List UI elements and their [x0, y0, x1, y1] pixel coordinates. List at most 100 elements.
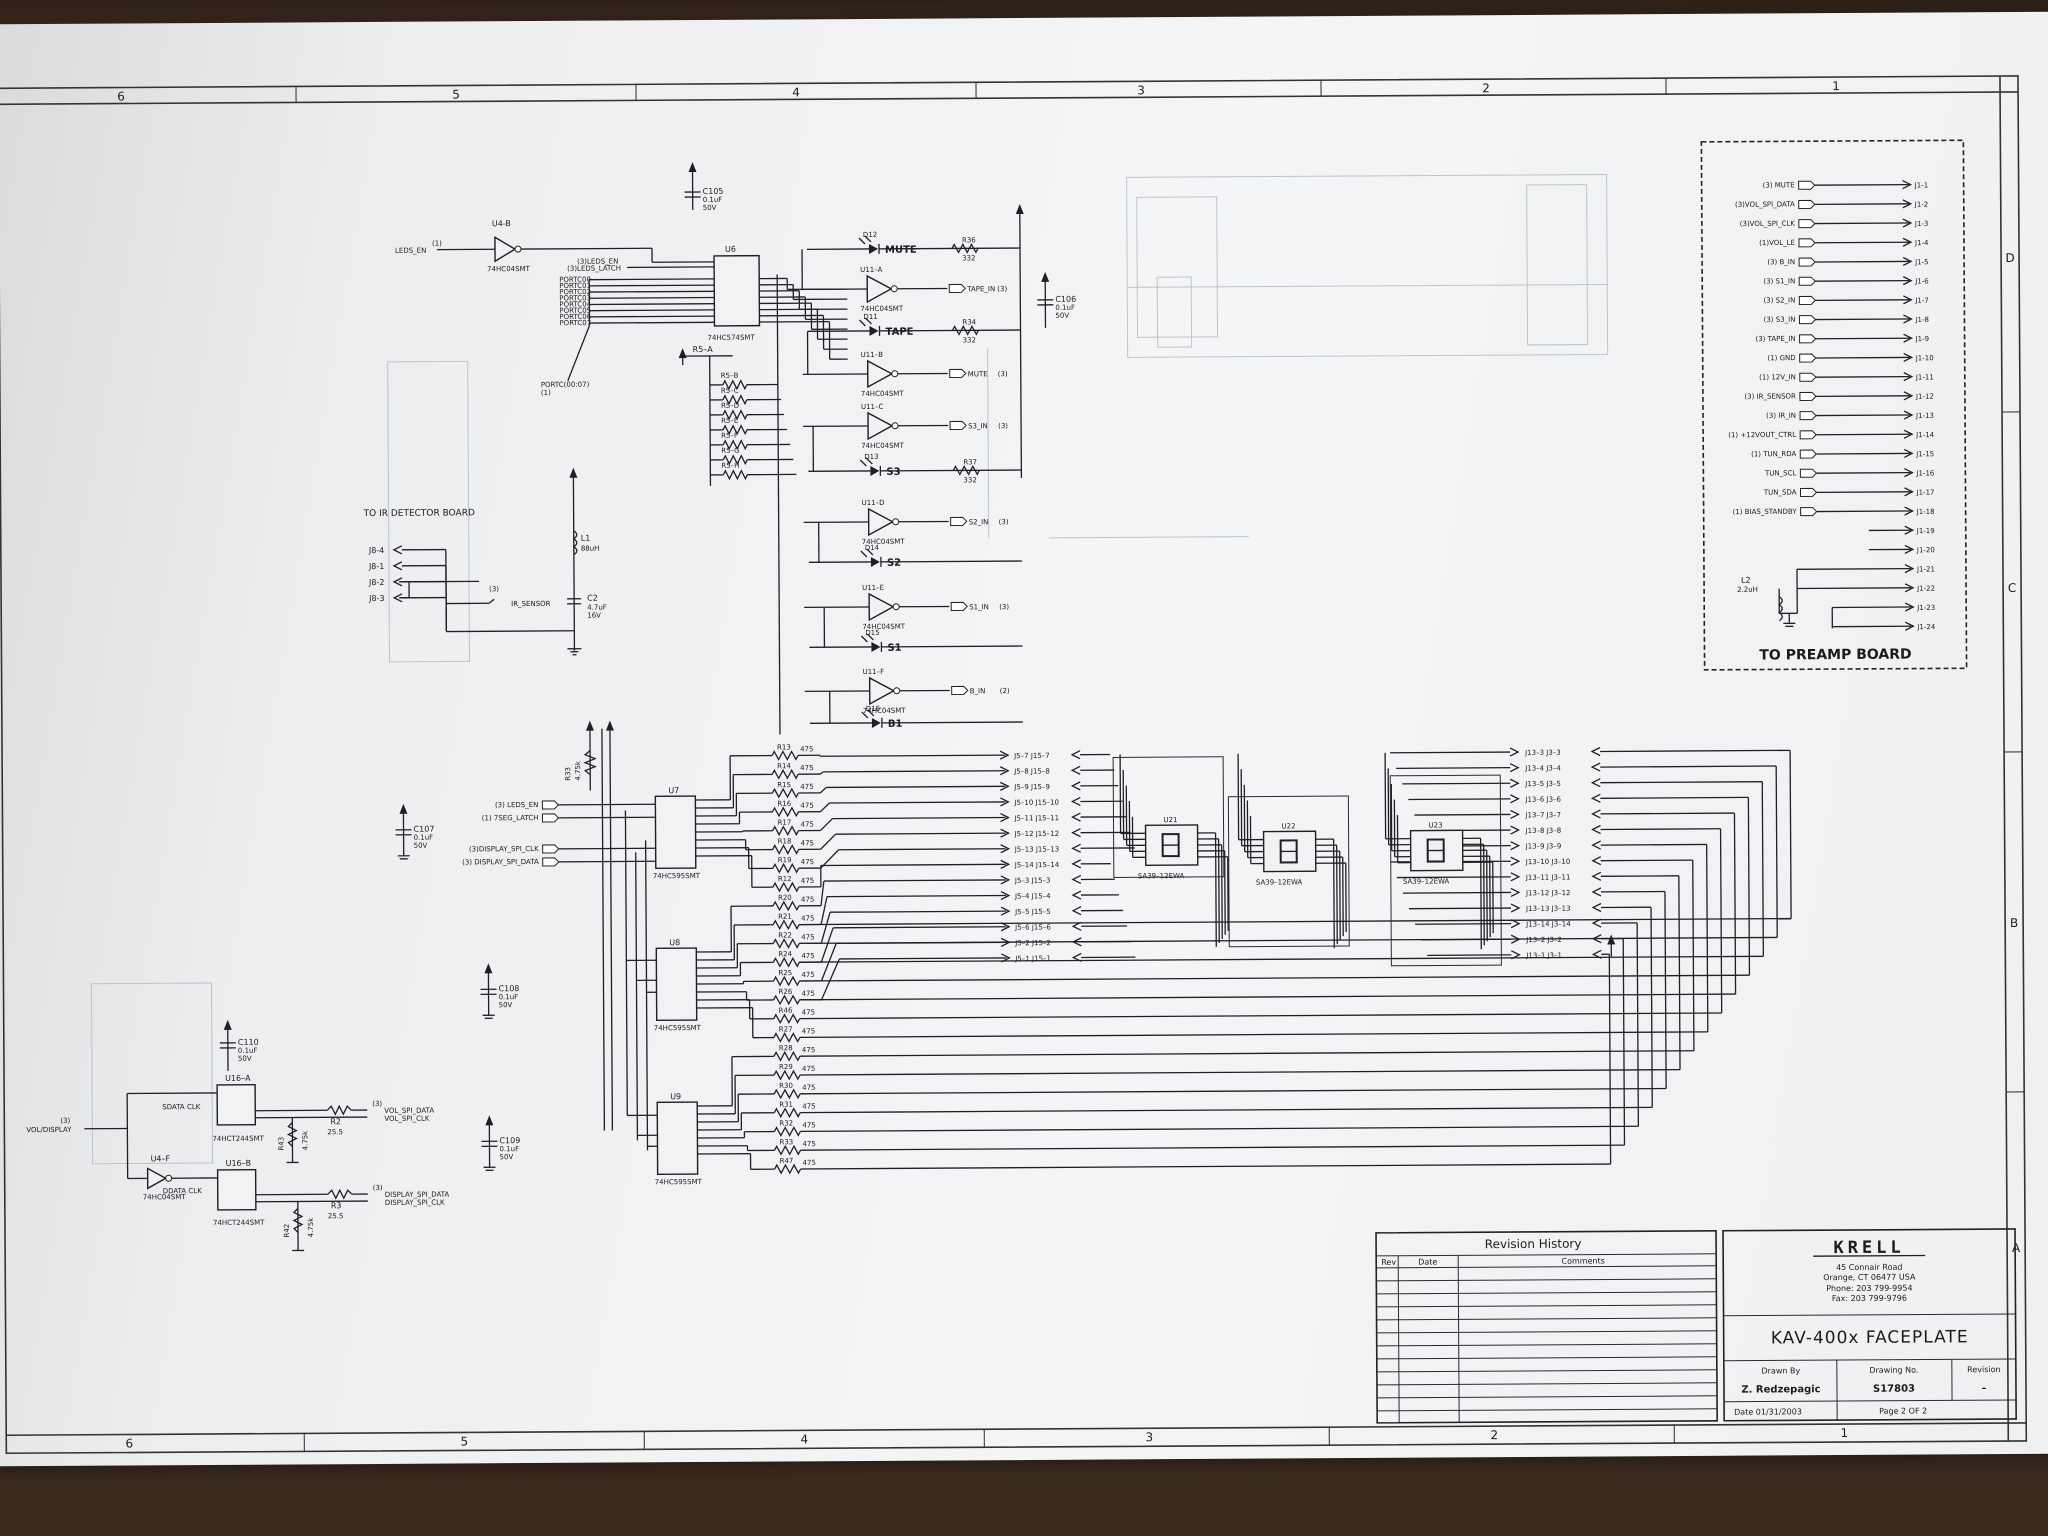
resistor — [773, 1050, 801, 1062]
r5-label: R5–B — [721, 372, 739, 380]
preamp-signal: (1) TUN_RDA — [1751, 450, 1796, 458]
display-input-label: (3)DISPLAY_SPI_CLK — [469, 845, 539, 853]
resistor — [772, 881, 800, 893]
j13-pin-label: J13–12 J3–12 — [1525, 889, 1571, 897]
vol-driver-section: (3) VOL/DISPLAY U4–F 74HC04SMT U16–A 74H… — [26, 1019, 449, 1252]
display-resistor-ref: R27 — [779, 1025, 793, 1033]
r3-value: 25.5 — [328, 1212, 344, 1220]
j13-pin-label: J13–6 J3–6 — [1524, 796, 1561, 804]
preamp-signal: (3) S1_IN — [1763, 277, 1795, 285]
display-resistor-ref: R22 — [778, 931, 792, 939]
seven-seg-ref: U23 — [1429, 821, 1443, 829]
port-tag — [1799, 449, 1817, 459]
r5-label: R5–C — [721, 387, 739, 395]
preamp-pin: J1-5 — [1914, 258, 1929, 266]
led-output-label: MUTE — [968, 370, 988, 378]
connector-arrow — [1510, 825, 1521, 835]
connector-arrow — [1903, 391, 1914, 401]
port-label: PORTC01 — [559, 282, 591, 290]
resistor — [722, 469, 748, 481]
port-tag — [950, 601, 968, 611]
connector-arrow — [1903, 352, 1914, 363]
led-resistor-ref: R34 — [962, 318, 976, 326]
led-ref: D15 — [865, 629, 879, 637]
display-resistor-ref: R25 — [778, 969, 792, 977]
l1-value: 88uH — [581, 545, 600, 553]
display-resistor-value: 475 — [801, 896, 814, 904]
preamp-pin: J1-11 — [1915, 373, 1934, 381]
connector-arrow — [1591, 824, 1601, 835]
resistor — [773, 1032, 801, 1043]
preamp-pin: J1-22 — [1916, 585, 1935, 593]
display-resistor-ref: R46 — [779, 1007, 793, 1015]
resistor — [771, 806, 800, 818]
u11-inverter — [868, 676, 896, 706]
j5-pin-label: J5–7 J15–7 — [1013, 752, 1050, 760]
u4b-part: 74HC04SMT — [487, 265, 530, 273]
port-tag — [1799, 468, 1818, 478]
connector-arrow — [1510, 856, 1521, 866]
connector-arrow — [1071, 859, 1082, 869]
preamp-pin: J1-20 — [1916, 546, 1935, 554]
led-ref: D13 — [864, 453, 878, 461]
port-tag — [1799, 391, 1817, 401]
port-label: PORTC03 — [559, 294, 591, 302]
resistor — [773, 1013, 801, 1025]
display-driver-section: R33 4.75k (3) LEDS_EN(1) 7SEG_LATCH(3)DI… — [395, 720, 1792, 1186]
resistor — [772, 862, 800, 874]
r42-label: R42 — [283, 1224, 291, 1238]
led-output-prefix: (3) — [999, 603, 1009, 611]
j5-pin-label: J5–3 J15–3 — [1014, 877, 1051, 885]
led-output-prefix: (2) — [1000, 687, 1010, 695]
display-resistor-value: 475 — [800, 745, 813, 753]
vcc-arrow — [1607, 934, 1616, 945]
led-label: S3 — [886, 467, 900, 478]
u7-label: U7 — [668, 786, 679, 795]
c2-value: 4.7uF — [587, 604, 607, 612]
j13-pin-label: J13–4 J3–4 — [1524, 764, 1561, 772]
preamp-signal: TUN_SCL — [1764, 469, 1797, 477]
vol-out-clk: VOL_SPI_CLK — [384, 1115, 430, 1123]
connector-arrow — [1000, 875, 1011, 885]
connector-arrow — [1902, 218, 1913, 228]
display-resistor-value: 475 — [802, 1046, 815, 1054]
resistor — [772, 900, 800, 912]
preamp-pin: J1-12 — [1915, 393, 1934, 401]
connector-arrow — [1509, 763, 1520, 773]
display-resistor-ref: R16 — [777, 800, 791, 808]
l2-value: 2.2uH — [1737, 586, 1758, 594]
u7-chip — [654, 795, 697, 869]
show-through-ghost — [90, 173, 1609, 1165]
inverter-bubble — [892, 518, 900, 526]
preamp-signal: (3)VOL_SPI_CLK — [1740, 220, 1796, 228]
led-output-prefix: (3) — [998, 370, 1008, 378]
connector-arrow — [1071, 828, 1081, 838]
j5-pin-label: J5–4 J15–4 — [1014, 892, 1051, 900]
vcc-arrow — [485, 1115, 494, 1126]
connector-arrow — [1000, 922, 1011, 932]
inverter-bubble — [892, 603, 900, 611]
connector-arrow — [1071, 874, 1082, 885]
port-tag — [542, 857, 560, 867]
display-resistor-ref: R15 — [777, 781, 791, 789]
resistor — [773, 1126, 801, 1137]
preamp-pin: J1-18 — [1916, 508, 1935, 516]
port-tag — [1799, 372, 1817, 382]
j13-pin-label: J13–14 J3–14 — [1525, 920, 1571, 928]
connector-arrow — [1904, 506, 1915, 516]
inverter-bubble — [893, 687, 901, 695]
u11-label: U11–F — [863, 668, 885, 676]
revision-label: Revision — [1967, 1365, 2000, 1374]
ir-pin: J8-1 — [368, 562, 384, 571]
connector-arrow — [1510, 809, 1520, 820]
cap-label: C107 — [414, 825, 435, 834]
u6-in-0: (3)LEDS_EN — [577, 257, 618, 265]
u8-part: 74HC595SMT — [654, 1024, 702, 1032]
connector-arrow — [1071, 890, 1082, 900]
vcc-arrow — [399, 803, 408, 814]
ir-detector-section: TO IR DETECTOR BOARD J8-4J8-1J8-2J8-3 L1… — [363, 467, 607, 656]
c106-label: C106 — [1055, 295, 1076, 304]
preamp-pin: J1-2 — [1914, 201, 1929, 209]
